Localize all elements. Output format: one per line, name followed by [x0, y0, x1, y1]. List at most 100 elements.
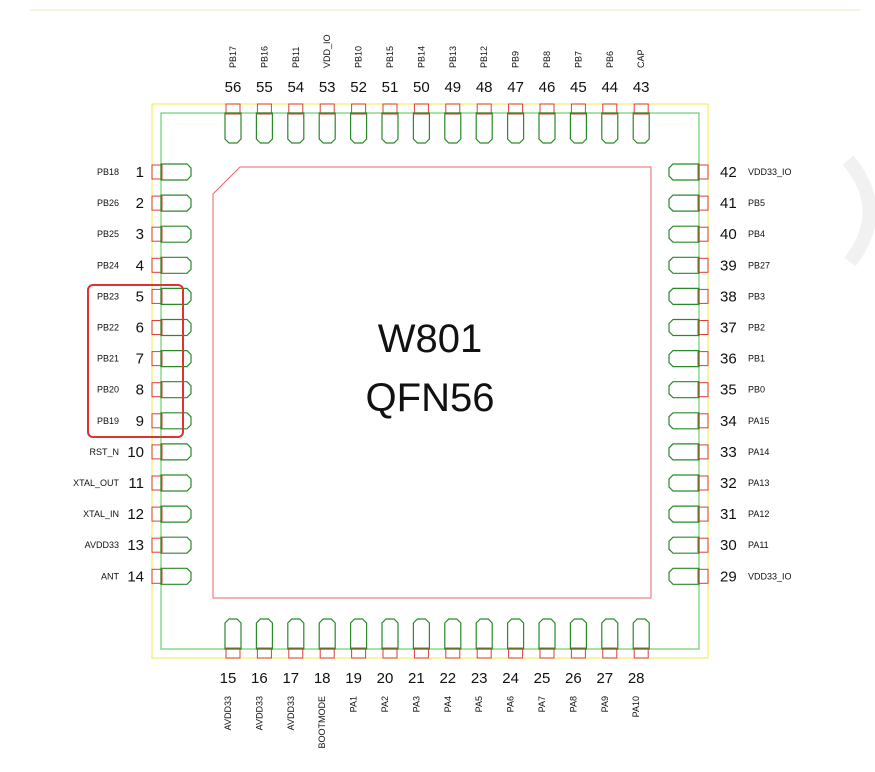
pin-stub	[151, 288, 163, 304]
pin-name: PB4	[748, 229, 765, 239]
pin-pad	[255, 112, 273, 144]
pin-number: 38	[720, 288, 737, 305]
pin-name: PB17	[228, 46, 238, 68]
pin-37	[668, 318, 709, 337]
pin-pad	[668, 381, 700, 399]
pin-stub	[151, 413, 163, 429]
pin-pad	[160, 443, 192, 461]
pin-stub	[151, 475, 163, 491]
pin-name: PA8	[568, 696, 578, 712]
pin-stub	[508, 103, 524, 115]
pin-pad	[255, 618, 273, 650]
pin-name: PB21	[97, 354, 119, 364]
pin-stub	[225, 103, 241, 115]
package-outline-outer	[151, 103, 709, 659]
pin-pad	[668, 505, 700, 523]
pin-14	[151, 567, 192, 585]
pin-pad	[668, 163, 700, 181]
pin-pad	[507, 618, 525, 650]
pin-stub	[288, 647, 304, 659]
pin-stub	[476, 103, 492, 115]
pin-32	[668, 474, 709, 492]
pin-stub	[413, 647, 429, 659]
pin-number: 36	[720, 351, 737, 368]
pin-stub	[539, 647, 555, 659]
pin-number: 19	[345, 670, 362, 687]
pin-stub	[351, 647, 367, 659]
pin-stub	[476, 647, 492, 659]
pin-28	[632, 618, 650, 659]
pin-stub	[633, 103, 649, 115]
pin-stub	[697, 288, 709, 304]
pin-pad	[160, 225, 192, 243]
pin-pad	[601, 112, 619, 144]
pin-pad	[475, 112, 493, 144]
pin-pad	[160, 350, 192, 368]
pin-29	[668, 567, 709, 585]
pin-number: 23	[471, 670, 488, 687]
pin-stub	[570, 103, 586, 115]
pin-stub	[225, 647, 241, 659]
pin-name: PB2	[748, 323, 765, 333]
pin-number: 8	[136, 382, 144, 399]
pin-16	[255, 618, 273, 659]
pin-17	[287, 618, 305, 659]
pin-number: 15	[220, 670, 237, 687]
pin-name: PA4	[443, 696, 453, 712]
pin-name: PA5	[474, 696, 484, 712]
pin-name: VDD33_IO	[748, 167, 792, 177]
pin-number: 51	[382, 79, 399, 96]
pin-pad	[412, 618, 430, 650]
pin-pad	[160, 163, 192, 181]
pin-53	[318, 103, 336, 144]
die-body-outline	[212, 166, 652, 599]
pin-50	[412, 103, 430, 144]
pin-56	[224, 103, 242, 144]
pin-name: BOOTMODE	[317, 696, 327, 749]
pin-number: 1	[136, 164, 144, 181]
pin-stub	[151, 257, 163, 273]
pin-number: 5	[136, 288, 144, 305]
pin-stub	[633, 647, 649, 659]
pin-stub	[697, 382, 709, 398]
pin-pad	[381, 618, 399, 650]
pin-name: VDD_IO	[322, 34, 332, 68]
pin-pad	[668, 474, 700, 492]
pin-3	[151, 225, 192, 243]
pin-stub	[445, 647, 461, 659]
pin-number: 11	[128, 475, 144, 492]
pin-stub	[288, 103, 304, 115]
pin-number: 40	[720, 226, 737, 243]
pin-35	[668, 381, 709, 399]
pin-name: PB13	[448, 46, 458, 68]
pin-number: 6	[136, 320, 144, 337]
labels-layer: 1PB182PB263PB254PB245PB236PB227PB218PB20…	[73, 34, 791, 748]
pin-name: CAP	[636, 49, 646, 68]
pin-47	[507, 103, 525, 144]
pin-stub	[151, 195, 163, 211]
pin-pad	[160, 412, 192, 430]
pin-25	[538, 618, 556, 659]
pin-name: PB6	[605, 51, 615, 68]
pin-6	[151, 318, 192, 337]
pin-pad	[160, 381, 192, 399]
pin-name: PB20	[97, 385, 119, 395]
pin-stub	[697, 351, 709, 367]
pin-pad	[668, 567, 700, 585]
pin-pad	[668, 194, 700, 212]
pin-13	[151, 536, 192, 554]
pin-name: PB19	[97, 416, 119, 426]
pin-18	[318, 618, 336, 659]
pin-stub	[151, 568, 163, 584]
pin-stub	[319, 103, 335, 115]
pin-stub	[570, 647, 586, 659]
pin-8	[151, 381, 192, 399]
pin-name: PB3	[748, 291, 765, 301]
pin-pad	[160, 194, 192, 212]
pin-number: 25	[534, 670, 551, 687]
pin-name: PB8	[542, 51, 552, 68]
pin-number: 9	[136, 413, 144, 430]
pin-stub	[697, 257, 709, 273]
pin-1	[151, 163, 192, 181]
